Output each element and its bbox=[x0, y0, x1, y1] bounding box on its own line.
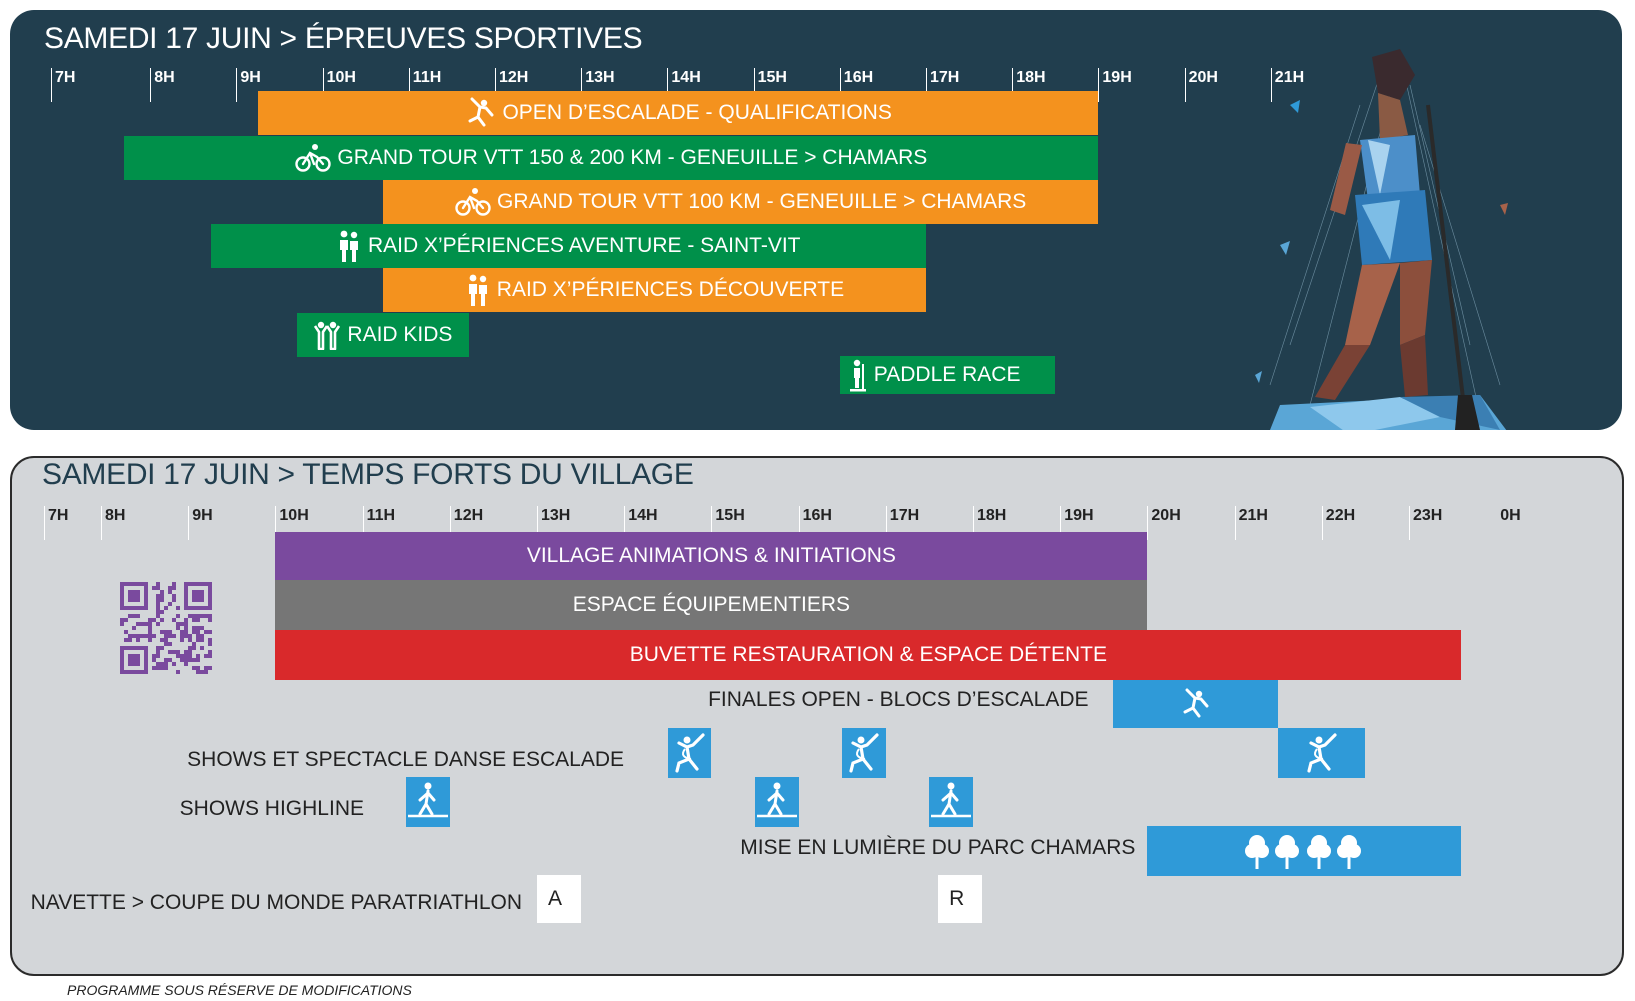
hour-label-20h: 20H bbox=[1184, 68, 1218, 102]
hour-label-7h: 7H bbox=[51, 68, 75, 102]
hour-label-8h: 8H bbox=[150, 68, 175, 102]
activity-slot[interactable] bbox=[755, 777, 799, 827]
kids-icon bbox=[313, 320, 341, 350]
hour-label-12h: 12H bbox=[495, 68, 528, 102]
paddle-icon bbox=[848, 358, 868, 392]
activity-slot[interactable] bbox=[1147, 826, 1462, 876]
activity-slot[interactable] bbox=[1278, 728, 1366, 778]
sport-event-label: RAID X’PÉRIENCES DÉCOUVERTE bbox=[496, 278, 845, 301]
trees-icon bbox=[1245, 831, 1363, 871]
hour-label-21h: 21H bbox=[1234, 506, 1268, 540]
climber-icon bbox=[464, 97, 496, 129]
activity-slot[interactable] bbox=[929, 777, 973, 827]
hour-label-9h: 9H bbox=[188, 506, 213, 540]
activity-slot[interactable] bbox=[406, 777, 450, 827]
hour-label-12h: 12H bbox=[449, 506, 483, 540]
activity-slot[interactable] bbox=[667, 728, 712, 778]
village-bar[interactable]: VILLAGE ANIMATIONS & INITIATIONS bbox=[275, 532, 1148, 580]
activity-slot[interactable] bbox=[1112, 680, 1279, 728]
sport-event-bar[interactable]: GRAND TOUR VTT 150 & 200 KM - GENEUILLE … bbox=[124, 136, 1099, 180]
hour-label-0h: 0H bbox=[1500, 507, 1521, 524]
sport-event-bar[interactable]: OPEN D’ESCALADE - QUALIFICATIONS bbox=[257, 91, 1099, 135]
hour-label-9h: 9H bbox=[236, 68, 261, 102]
bike-icon bbox=[455, 187, 491, 217]
dancer-icon bbox=[1305, 733, 1339, 773]
hour-label-19h: 19H bbox=[1060, 506, 1094, 540]
highliner-icon bbox=[407, 780, 448, 824]
hour-label-23h: 23H bbox=[1409, 506, 1442, 540]
hour-label-17h: 17H bbox=[885, 506, 919, 540]
activity-slot[interactable] bbox=[842, 728, 886, 778]
hour-label-11h: 11H bbox=[362, 506, 395, 540]
hikers-icon bbox=[465, 273, 491, 307]
mise-en-lumiere-label: MISE EN LUMIÈRE DU PARC CHAMARS bbox=[740, 836, 1136, 859]
climber-icon bbox=[1179, 688, 1211, 720]
navette-box-a[interactable]: A bbox=[537, 875, 581, 923]
sports-events-panel: SAMEDI 17 JUIN > ÉPREUVES SPORTIVES 7H 8H… bbox=[10, 10, 1622, 430]
hour-label-16h: 16H bbox=[798, 506, 832, 540]
village-highlights-panel: SAMEDI 17 JUIN > TEMPS FORTS DU VILLAGE … bbox=[10, 456, 1624, 976]
hour-label-14h: 14H bbox=[667, 68, 701, 102]
hour-label-7h: 7H bbox=[44, 506, 68, 540]
hour-label-17h: 17H bbox=[926, 68, 959, 102]
navette-box-r[interactable]: R bbox=[938, 875, 982, 923]
sport-event-bar[interactable]: RAID X’PÉRIENCES AVENTURE - SAINT-VIT bbox=[210, 224, 926, 268]
sport-event-bar[interactable]: PADDLE RACE bbox=[839, 356, 1056, 394]
highliner-icon bbox=[931, 780, 972, 824]
village-bar[interactable]: BUVETTE RESTAURATION & ESPACE DÉTENTE bbox=[275, 630, 1462, 680]
footnote: PROGRAMME SOUS RÉSERVE DE MODIFICATIONS bbox=[67, 982, 412, 998]
highliner-icon bbox=[756, 780, 797, 824]
hour-label-16h: 16H bbox=[839, 68, 873, 102]
finales-label: FINALES OPEN - BLOCS D’ESCALADE bbox=[708, 688, 1089, 711]
dancer-icon bbox=[847, 733, 881, 773]
hour-label-15h: 15H bbox=[753, 68, 787, 102]
shows-danse-label: SHOWS ET SPECTACLE DANSE ESCALADE bbox=[187, 748, 624, 771]
hour-label-13h: 13H bbox=[581, 68, 615, 102]
dancer-icon bbox=[673, 733, 707, 773]
sport-event-label: GRAND TOUR VTT 150 & 200 KM - GENEUILLE … bbox=[337, 146, 928, 169]
sport-event-label: GRAND TOUR VTT 100 KM - GENEUILLE > CHAM… bbox=[497, 190, 1027, 213]
hour-label-18h: 18H bbox=[973, 506, 1006, 540]
village-highlights-title: SAMEDI 17 JUIN > TEMPS FORTS DU VILLAGE bbox=[42, 458, 694, 491]
hikers-icon bbox=[336, 229, 362, 263]
hour-label-10h: 10H bbox=[322, 68, 356, 102]
hour-label-22h: 22H bbox=[1321, 506, 1355, 540]
hour-label-14h: 14H bbox=[624, 506, 658, 540]
sport-event-label: OPEN D’ESCALADE - QUALIFICATIONS bbox=[502, 101, 892, 124]
sport-event-bar[interactable]: GRAND TOUR VTT 100 KM - GENEUILLE > CHAM… bbox=[382, 180, 1099, 224]
sport-event-label: RAID KIDS bbox=[347, 323, 453, 346]
hour-label-18h: 18H bbox=[1012, 68, 1046, 102]
sport-event-label: RAID X’PÉRIENCES AVENTURE - SAINT-VIT bbox=[367, 234, 801, 257]
hour-label-19h: 19H bbox=[1098, 68, 1132, 102]
bike-icon bbox=[295, 143, 332, 173]
hour-label-15h: 15H bbox=[711, 506, 745, 540]
sport-event-bar[interactable]: RAID KIDS bbox=[296, 313, 470, 357]
sports-events-title: SAMEDI 17 JUIN > ÉPREUVES SPORTIVES bbox=[44, 22, 643, 55]
hour-label-8h: 8H bbox=[101, 506, 125, 540]
navette-label: NAVETTE > COUPE DU MONDE PARATRIATHLON bbox=[30, 891, 522, 914]
hour-label-13h: 13H bbox=[537, 506, 570, 540]
village-bar[interactable]: ESPACE ÉQUIPEMENTIERS bbox=[275, 580, 1148, 630]
sport-event-label: PADDLE RACE bbox=[873, 363, 1021, 386]
hour-label-20h: 20H bbox=[1147, 506, 1181, 540]
sport-event-bar[interactable]: RAID X’PÉRIENCES DÉCOUVERTE bbox=[382, 268, 926, 312]
paddle-athlete-illustration bbox=[1255, 49, 1508, 430]
hour-label-11h: 11H bbox=[408, 68, 441, 102]
qr-code[interactable] bbox=[120, 582, 212, 674]
hour-label-10h: 10H bbox=[275, 506, 309, 540]
shows-highline-label: SHOWS HIGHLINE bbox=[179, 797, 364, 820]
hour-label-21h: 21H bbox=[1270, 68, 1304, 102]
